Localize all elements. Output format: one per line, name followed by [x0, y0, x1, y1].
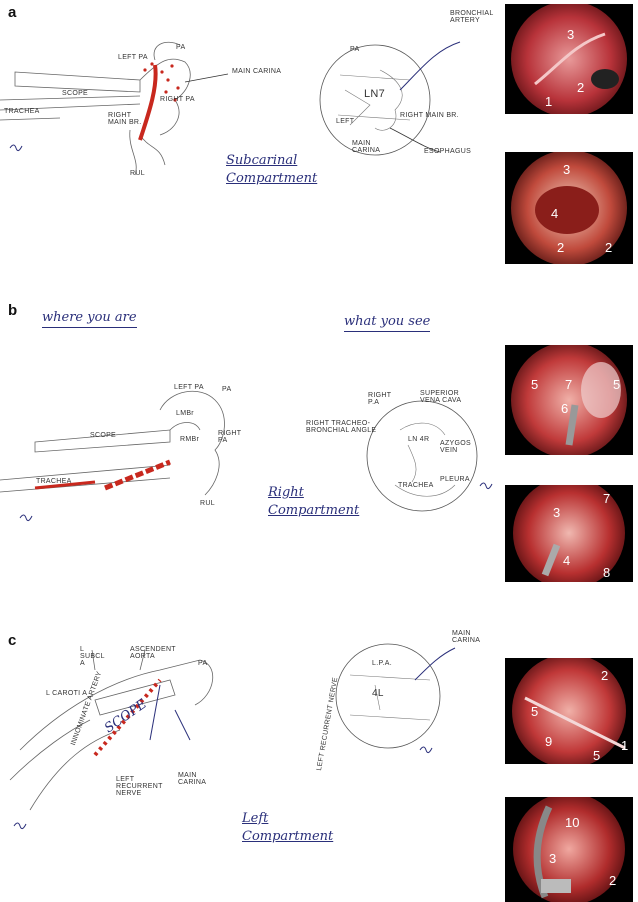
photo-c1-number-5a: 5 — [531, 704, 538, 719]
photo-a2-number-2a: 2 — [557, 240, 564, 255]
scope-marker-line — [138, 64, 158, 141]
label-left-pa: LEFT PA — [118, 54, 148, 61]
label-l-carotid-a: L CAROTI A — [46, 690, 88, 697]
label-right-pa: RIGHT PA — [160, 96, 195, 103]
label-ascendent-aorta: ASCENDENT AORTA — [130, 646, 176, 660]
label-tracheobronchial-angle: RIGHT TRACHEO-BRONCHIAL ANGLE — [306, 420, 377, 434]
label-trachea: TRACHEA — [4, 108, 40, 115]
label-azygos-vein: AZYGOS VEIN — [440, 440, 471, 454]
panel-a-sketch-right — [319, 41, 461, 156]
photo-a2-number-3: 3 — [563, 162, 570, 177]
photo-b1-number-5a: 5 — [531, 377, 538, 392]
photo-b2-number-8: 8 — [603, 565, 610, 580]
heading-where-you-are: where you are — [42, 310, 137, 328]
label-main-carina: MAIN CARINA — [232, 68, 282, 75]
photo-a1-number-2: 2 — [577, 80, 584, 95]
panel-b-sketch-right — [366, 400, 493, 512]
photo-c2-number-10: 10 — [565, 815, 579, 830]
signature-mark — [9, 144, 23, 152]
label-left: LEFT — [336, 118, 355, 125]
photo-a1-number-1: 1 — [545, 94, 552, 109]
photo-a2-number-2b: 2 — [605, 240, 612, 255]
photo-a2-number-4: 4 — [551, 206, 558, 221]
label-superior-vena-cava: SUPERIOR VENA CAVA — [420, 390, 462, 404]
panel-label-b: b — [8, 302, 18, 319]
label-ln7: LN7 — [364, 88, 386, 100]
label-b-left-pa: LEFT PA — [174, 384, 204, 391]
label-c-pa: PA — [198, 660, 208, 667]
label-b-lmbr: LMBr — [176, 410, 194, 417]
endoscopic-photo-b2: 7 3 4 8 — [505, 485, 633, 582]
label-right-main-br-2: RIGHT MAIN BR. — [400, 112, 459, 119]
photo-c1-number-2: 2 — [601, 668, 608, 683]
label-right-main-br: RIGHT MAIN BR. — [108, 112, 142, 126]
label-4l: 4L — [372, 688, 384, 699]
photo-b2-number-3: 3 — [553, 505, 560, 520]
label-c-left-recurrent-nerve: LEFT RECURRENT NERVE — [116, 776, 163, 797]
arrow-bronchial-artery — [399, 41, 461, 91]
label-lpa: L.P.A. — [372, 660, 392, 667]
panel-a-sketch-left — [0, 41, 229, 176]
panel-label-c: c — [8, 632, 17, 649]
label-main-carina-2: MAIN CARINA — [352, 140, 381, 154]
scope-marker-c — [93, 678, 162, 757]
photo-c2-number-2: 2 — [609, 873, 616, 888]
endoscopic-photo-a1: 3 2 1 — [505, 4, 633, 114]
label-b-trachea-2: TRACHEA — [398, 482, 434, 489]
endoscopic-photo-c2: 10 3 2 — [505, 797, 633, 902]
panel-b-sketch-left — [0, 391, 225, 522]
label-scope: SCOPE — [62, 90, 89, 97]
label-b-trachea: TRACHEA — [36, 478, 72, 485]
photo-b2-number-7: 7 — [603, 491, 610, 506]
label-rul: RUL — [130, 170, 145, 177]
panel-c-sketch-left — [9, 649, 214, 830]
label-b-pa: PA — [222, 386, 232, 393]
caption-left-compartment: Left Compartment — [242, 811, 334, 844]
photo-c2-number-3: 3 — [549, 851, 556, 866]
label-b-scope: SCOPE — [90, 432, 117, 439]
label-esophagus: ESOPHAGUS — [424, 148, 472, 155]
label-b-rmbr: RMBr — [180, 436, 200, 443]
caption-subcarinal: Subcarinal Compartment — [226, 153, 318, 186]
heading-what-you-see: what you see — [344, 314, 431, 332]
label-c-main-carina: MAIN CARINA — [178, 772, 207, 786]
label-bronchial-artery: BRONCHIAL ARTERY — [450, 10, 494, 24]
scope-marker-b — [104, 459, 171, 491]
photo-c1-number-1: 1 — [621, 738, 628, 753]
label-b-right-pa: RIGHT PA — [218, 430, 242, 444]
photo-c1-number-9: 9 — [545, 734, 552, 749]
endoscopic-photo-c1: 2 5 1 9 5 — [505, 658, 633, 764]
panel-c-sketch-right — [335, 643, 456, 754]
caption-right-compartment: Right Compartment — [268, 485, 360, 518]
photo-b1-number-5b: 5 — [613, 377, 620, 392]
label-pa: PA — [176, 44, 186, 51]
label-pa-right: PA — [350, 46, 360, 53]
label-pleura: PLEURA — [440, 476, 470, 483]
endoscopic-photo-a2: 3 4 2 2 — [505, 152, 633, 264]
photo-b1-number-6: 6 — [561, 401, 568, 416]
photo-b2-number-4: 4 — [563, 553, 570, 568]
label-c-main-carina-2: MAIN CARINA — [452, 630, 481, 644]
label-b-right-pa-2: RIGHT P.A — [368, 392, 392, 406]
endoscopic-photo-b1: 5 7 5 6 — [505, 345, 633, 455]
photo-b1-number-7: 7 — [565, 377, 572, 392]
label-l-subcl-a: L SUBCL A — [80, 646, 105, 667]
panel-label-a: a — [8, 4, 17, 21]
photo-a1-number-3: 3 — [567, 27, 574, 42]
photo-c1-number-5b: 5 — [593, 748, 600, 763]
label-b-rul: RUL — [200, 500, 215, 507]
label-ln-4r: LN 4R — [408, 436, 430, 443]
